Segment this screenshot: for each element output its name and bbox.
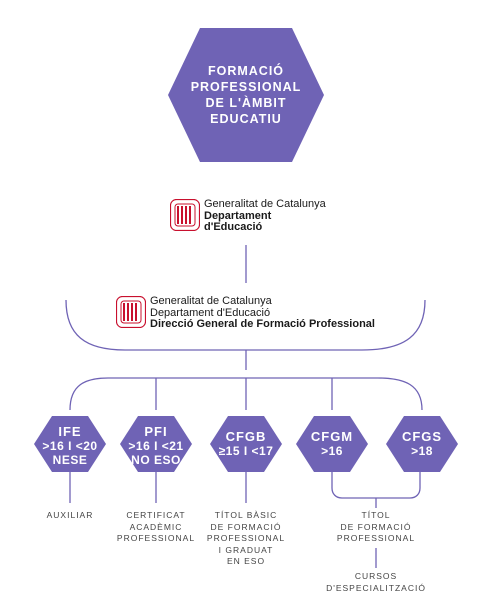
outcome-pfi: CERTIFICAT ACADÈMIC PROFESSIONAL xyxy=(106,510,206,545)
program-cfgm: CFGM >16 xyxy=(301,429,363,459)
generalitat-logo-icon xyxy=(170,199,200,231)
outcome-line: PROFESSIONAL xyxy=(336,533,416,543)
outcome-line: D'ESPECIALITZACIÓ xyxy=(326,582,426,593)
program-cfgs: CFGS >18 xyxy=(391,429,453,459)
hexagon-cfgs xyxy=(386,416,458,472)
outcome-line: I GRADUAT xyxy=(218,544,274,555)
logo1-line3: d'Educació xyxy=(204,221,263,233)
top-hexagon xyxy=(168,28,324,162)
outcome-line: ACADÈMIC xyxy=(129,521,183,532)
top-line-1: FORMACIÓ xyxy=(207,64,285,78)
program-age: >18 xyxy=(411,444,433,458)
department-logo-text: Generalitat de Catalunya Departament d'E… xyxy=(204,198,326,234)
outcome-line: CURSOS xyxy=(354,571,398,581)
hexagon-cfgm xyxy=(296,416,368,472)
program-age: >16 xyxy=(321,444,343,458)
logo2-line3: Direcció General de Formació Professiona… xyxy=(150,318,375,330)
top-line-2: PROFESSIONAL xyxy=(190,80,302,94)
generalitat-logo-icon-2 xyxy=(116,296,146,328)
directorate-logo-text: Generalitat de Catalunya Departament d'E… xyxy=(150,295,375,331)
outcome-line: TÍTOL xyxy=(361,510,391,520)
hexagon-ife xyxy=(34,416,106,472)
hexagon-pfi xyxy=(120,416,192,472)
outcome-cfgb: TÍTOL BÀSIC DE FORMACIÓ PROFESSIONAL I G… xyxy=(196,510,296,568)
program-requirement: NESE xyxy=(52,453,88,467)
program-title: IFE xyxy=(58,424,82,439)
outcome-line: DE FORMACIÓ xyxy=(340,521,412,532)
hexagon-cfgb xyxy=(210,416,282,472)
logo2-line2: Departament d'Educació xyxy=(150,306,271,319)
top-line-4: EDUCATIU xyxy=(210,112,282,126)
outcome-line: AUXILIAR xyxy=(46,510,94,520)
program-title: CFGB xyxy=(225,429,267,444)
top-line-3: DE L'ÀMBIT xyxy=(205,96,287,110)
top-hexagon-label: FORMACIÓ PROFESSIONAL DE L'ÀMBIT EDUCATI… xyxy=(170,63,322,127)
outcome-line: EN ESO xyxy=(226,556,266,566)
outcome-cfgm-cfgs: TÍTOL DE FORMACIÓ PROFESSIONAL xyxy=(321,510,431,545)
outcome-ife: AUXILIAR xyxy=(30,510,110,522)
program-age: >16 I <21 xyxy=(128,439,184,453)
program-requirement: NO ESO xyxy=(131,453,181,467)
program-age: ≥15 I <17 xyxy=(218,444,274,458)
outcome-specialization: CURSOS D'ESPECIALITZACIÓ xyxy=(306,571,446,594)
logo1-line1: Generalitat de Catalunya xyxy=(204,198,326,210)
program-age: >16 I <20 xyxy=(42,439,98,453)
outcome-line: DE FORMACIÓ xyxy=(210,521,282,532)
outcome-line: PROFESSIONAL xyxy=(206,533,286,543)
outcome-line: CERTIFICAT xyxy=(126,510,186,520)
program-pfi: PFI >16 I <21 NO ESO xyxy=(125,424,187,468)
logo1-line2: Departament xyxy=(204,209,272,222)
outcome-line: PROFESSIONAL xyxy=(116,533,196,543)
logo2-line1: Generalitat de Catalunya xyxy=(150,295,272,307)
outcome-line: TÍTOL BÀSIC xyxy=(214,510,278,520)
program-cfgb: CFGB ≥15 I <17 xyxy=(215,429,277,459)
program-title: PFI xyxy=(144,424,168,439)
program-title: CFGS xyxy=(401,429,443,444)
program-ife: IFE >16 I <20 NESE xyxy=(39,424,101,468)
program-title: CFGM xyxy=(310,429,354,444)
